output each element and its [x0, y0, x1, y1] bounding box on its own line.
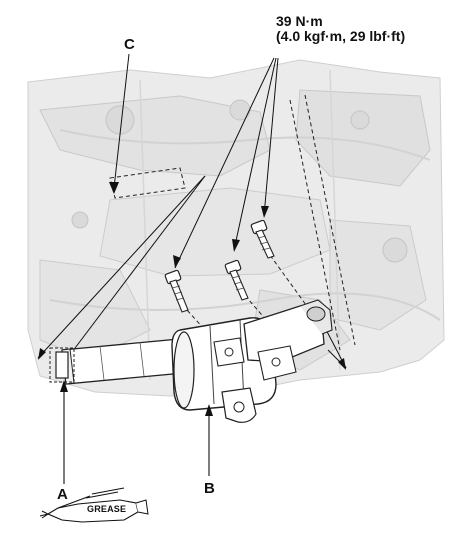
torque-value-alt-units: (4.0 kgf·m, 29 lbf·ft) [276, 28, 406, 44]
background-chassis [27, 59, 445, 397]
bolt-1 [164, 269, 189, 313]
leader-arrowheads [38, 182, 346, 416]
grease-tube-icon [39, 487, 149, 523]
bolt-2 [224, 259, 249, 301]
torque-leader-lines [174, 57, 279, 269]
torque-value: 39 N·m [276, 13, 323, 29]
ab-leader-lines [63, 386, 210, 484]
label-b: B [204, 480, 215, 497]
bolt-3 [250, 219, 275, 259]
label-a: A [57, 486, 68, 503]
label-c: C [124, 36, 135, 53]
grease-label: GREASE [87, 504, 127, 514]
actuator-assembly [49, 299, 333, 423]
